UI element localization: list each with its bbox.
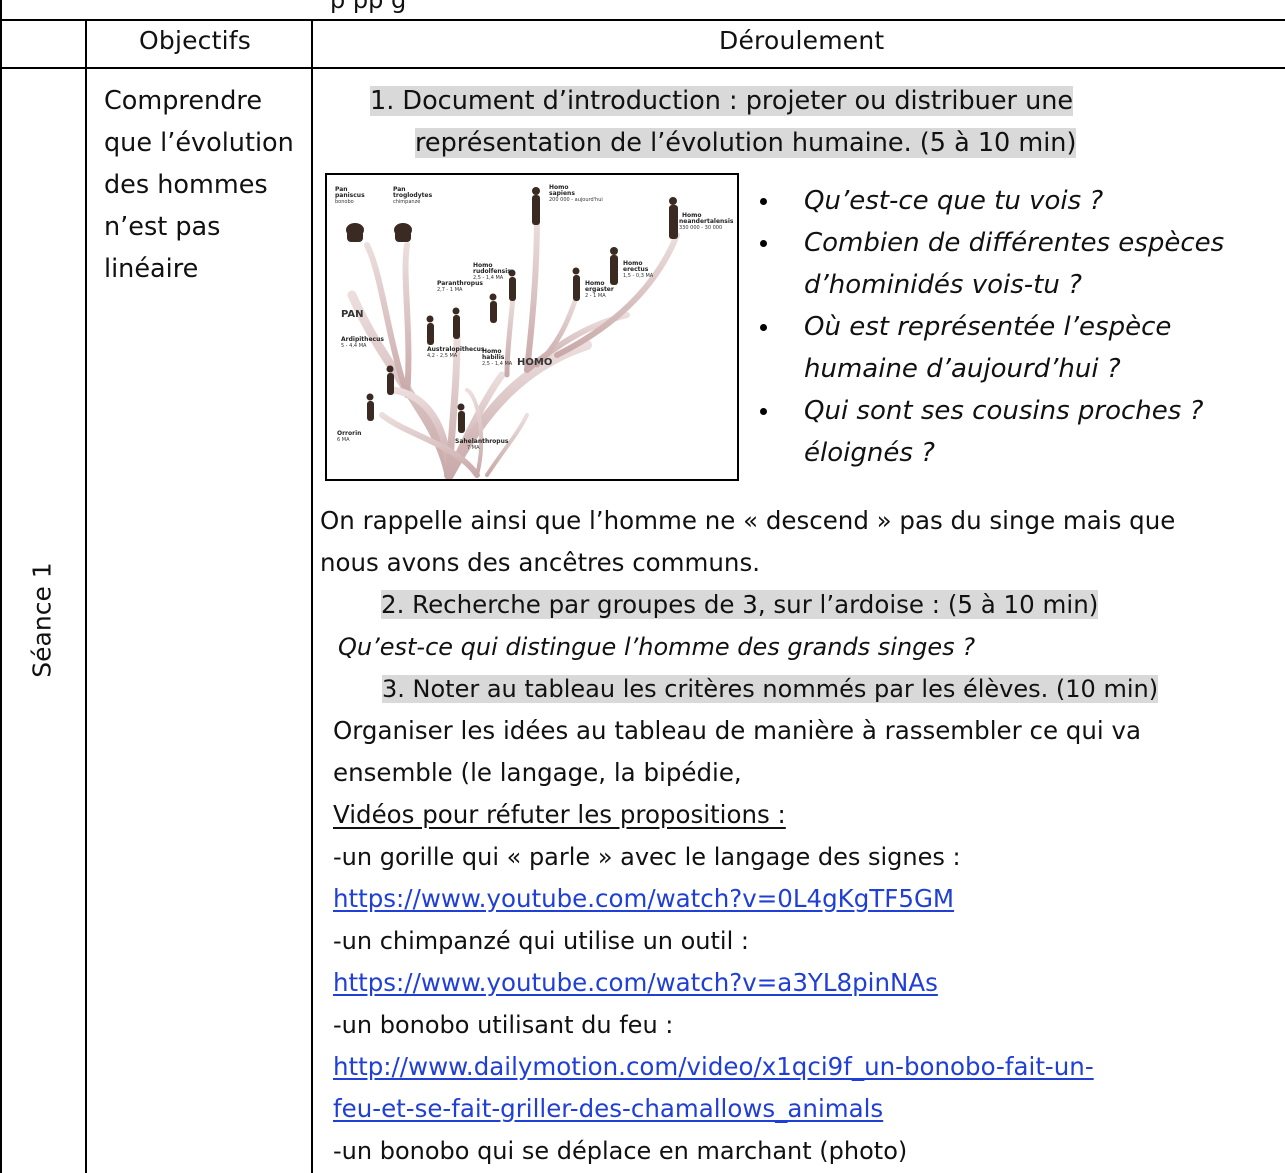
label-neand-3: 330 000 - 30 000 (679, 225, 722, 231)
step1-line2: représentation de l’évolution humaine. (… (415, 122, 1077, 164)
col-divider-2 (311, 19, 313, 1173)
label-ergaster-3: 2 - 1 MA (585, 293, 606, 299)
recall-line-1: On rappelle ainsi que l’homme ne « desce… (320, 506, 1176, 535)
video3-link-line2[interactable]: feu-et-se-fait-griller-des-chamallows_an… (333, 1094, 884, 1123)
label-orrorin-2: 6 MA (337, 437, 350, 443)
label-neand-1: Homo (682, 212, 702, 219)
objectif-line-3: des hommes (104, 170, 268, 200)
label-austra-2: 4,2 - 2,5 MA (427, 353, 458, 359)
label-pan-paniscus-3: bonobo (335, 199, 354, 205)
label-erectus-1: Homo (623, 260, 643, 267)
header-deroulement: Déroulement (719, 26, 885, 55)
header-bottom-rule (0, 67, 1285, 69)
step2-highlight: 2. Recherche par groupes de 3, sur l’ard… (381, 590, 1099, 619)
header-objectifs: Objectifs (139, 26, 251, 55)
step3: 3. Noter au tableau les critères nommés … (382, 668, 1159, 710)
step2-question: Qu’est-ce qui distingue l’homme des gran… (338, 633, 976, 661)
question-1: Qu’est-ce que tu vois ? (804, 186, 1104, 216)
evolution-tree-svg: Pan paniscus bonobo Pan troglodytes chim… (335, 184, 734, 479)
objectif-line-4: n’est pas (104, 212, 221, 242)
step1-line1-highlight: 1. Document d’introduction : projeter ou… (370, 86, 1074, 116)
video2-text: -un chimpanzé qui utilise un outil : (333, 927, 749, 955)
label-orrorin-1: Orrorin (337, 430, 361, 437)
video2-link[interactable]: https://www.youtube.com/watch?v=a3YL8pin… (333, 968, 938, 997)
label-ardi-1: Ardipithecus (341, 336, 384, 343)
question-bullet-4 (760, 408, 767, 415)
label-habilis-3: 2,5 - 1,4 MA (482, 361, 513, 367)
row-label-seance: Séance 1 (27, 562, 57, 678)
step1-line2-highlight: représentation de l’évolution humaine. (… (415, 128, 1077, 158)
video1-text: -un gorille qui « parle » avec le langag… (333, 843, 961, 871)
video4-text: -un bonobo qui se déplace en marchant (p… (333, 1137, 908, 1165)
objectif-line-5: linéaire (104, 254, 199, 284)
question-3b: humaine d’aujourd’hui ? (804, 354, 1121, 384)
organise-line-1: Organiser les idées au tableau de manièr… (333, 716, 1141, 745)
label-erectus-3: 1,5 - 0,3 MA (623, 273, 654, 279)
recall-line-2: nous avons des ancêtres communs. (320, 548, 761, 577)
label-pan-paniscus-1: Pan (335, 186, 348, 193)
label-rudolf-3: 2,5 - 1,4 MA (473, 275, 504, 281)
video1-link[interactable]: https://www.youtube.com/watch?v=0L4gKgTF… (333, 884, 955, 913)
evolution-tree-image: Pan paniscus bonobo Pan troglodytes chim… (325, 173, 739, 481)
top-partial-text: p pp g (330, 0, 407, 14)
question-bullet-1 (760, 198, 767, 205)
col-divider-1 (85, 19, 87, 1173)
label-homo: HOMO (517, 357, 552, 368)
label-pan-paniscus-2: paniscus (335, 192, 365, 199)
label-sahel-1: Sahelanthropus (455, 438, 509, 445)
label-pan-trog-2: troglodytes (393, 192, 433, 199)
objectif-line-2: que l’évolution (104, 128, 294, 158)
video3-text: -un bonobo utilisant du feu : (333, 1011, 674, 1039)
label-habilis-1: Homo (482, 348, 502, 355)
label-ergaster-1: Homo (585, 280, 605, 287)
question-2a: Combien de différentes espèces (804, 228, 1225, 258)
label-ergaster-2: ergaster (585, 286, 614, 293)
label-erectus-2: erectus (623, 266, 649, 273)
label-paranthropus-1: Paranthropus (437, 280, 483, 287)
label-neand-2: neandertalensis (679, 218, 734, 225)
table-border-left (0, 0, 2, 1173)
tree-branches (347, 212, 680, 479)
label-pan-trog-3: chimpanzé (393, 198, 420, 205)
step1-line1: 1. Document d’introduction : projeter ou… (370, 80, 1074, 122)
label-pan: PAN (341, 309, 364, 320)
question-4b: éloignés ? (804, 438, 935, 468)
step3-highlight: 3. Noter au tableau les critères nommés … (382, 675, 1159, 703)
tree-labels: Pan paniscus bonobo Pan troglodytes chim… (335, 184, 734, 451)
label-sapiens-3: 200 000 - aujourd'hui (549, 197, 603, 203)
question-bullet-2 (760, 240, 767, 247)
question-4a: Qui sont ses cousins proches ? (804, 396, 1204, 426)
question-3a: Où est représentée l’espèce (804, 312, 1172, 342)
label-austra-1: Australopithecus (427, 346, 485, 353)
label-ardi-2: 5 - 4,4 MA (341, 343, 367, 349)
hominid-silhouettes (346, 187, 678, 433)
label-pan-trog-1: Pan (393, 186, 406, 193)
organise-line-2: ensemble (le langage, la bipédie, (333, 758, 742, 787)
label-habilis-2: habilis (482, 354, 505, 361)
videos-heading: Vidéos pour réfuter les propositions : (333, 800, 786, 829)
label-rudolf-1: Homo (473, 262, 493, 269)
question-bullet-3 (760, 324, 767, 331)
video3-link-line1[interactable]: http://www.dailymotion.com/video/x1qci9f… (333, 1052, 1094, 1081)
label-paranthropus-2: 2,7 - 1 MA (437, 287, 463, 293)
label-sahel-2: 7 MA (467, 445, 480, 451)
label-sapiens-1: Homo (549, 184, 569, 191)
step2: 2. Recherche par groupes de 3, sur l’ard… (381, 584, 1099, 626)
table-top-rule (0, 19, 1285, 21)
label-rudolf-2: rudolfensis (473, 268, 511, 275)
question-2b: d’hominidés vois-tu ? (804, 270, 1082, 300)
objectif-line-1: Comprendre (104, 86, 263, 116)
label-sapiens-2: sapiens (549, 190, 575, 197)
